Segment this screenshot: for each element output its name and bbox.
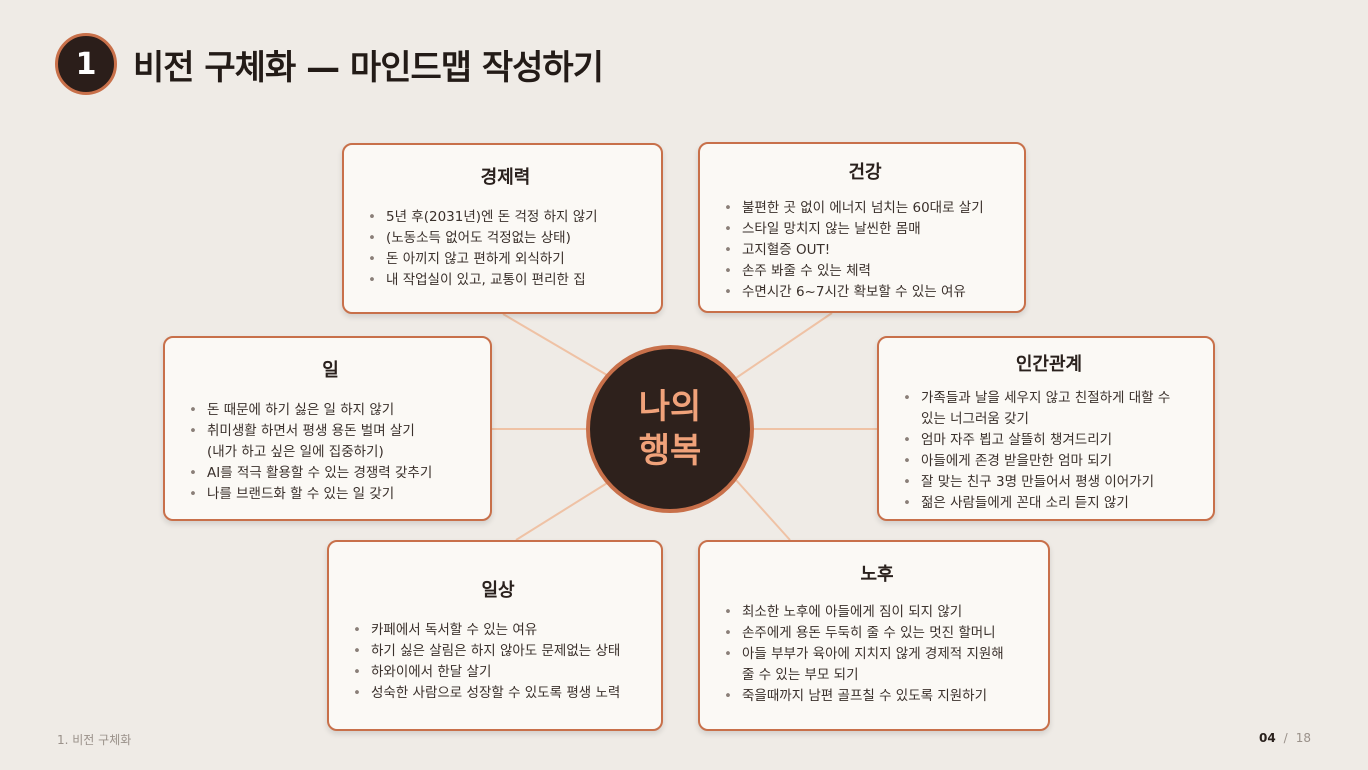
list-item: AI를 적극 활용할 수 있는 경쟁력 갖추기: [189, 463, 472, 484]
list-item: 손주 봐줄 수 있는 체력: [724, 261, 1006, 282]
list-item: 돈 아끼지 않고 편하게 외식하기: [368, 249, 643, 270]
list-item-continuation: (내가 하고 싶은 일에 집중하기): [207, 444, 384, 460]
card-list: 불편한 곳 없이 에너지 넘치는 60대로 살기 스타일 망치지 않는 날씬한 …: [724, 198, 1006, 303]
page-title: 비전 구체화 — 마인드맵 작성하기: [133, 47, 604, 88]
center-node: 나의 행복: [586, 345, 754, 513]
list-item: 성숙한 사람으로 성장할 수 있도록 평생 노력: [353, 683, 643, 704]
connector-retire: [735, 479, 791, 541]
header: 1 비전 구체화 — 마인드맵 작성하기: [55, 33, 604, 95]
card-title: 일: [322, 360, 339, 381]
list-item: 스타일 망치지 않는 날씬한 몸매: [724, 219, 1006, 240]
current-page: 04: [1258, 731, 1276, 745]
connector-health: [735, 312, 833, 379]
section-number-badge: 1: [55, 33, 117, 95]
connector-daily: [515, 479, 613, 541]
card-title: 경제력: [480, 167, 531, 188]
card-title: 인간관계: [1015, 354, 1083, 375]
card-economy: 경제력 5년 후(2031년)엔 돈 걱정 하지 않기 (노동소득 없어도 걱정…: [342, 143, 663, 314]
list-item: 엄마 자주 뵙고 살뜰히 챙겨드리기: [903, 430, 1195, 451]
card-list: 최소한 노후에 아들에게 짐이 되지 않기 손주에게 용돈 두둑히 줄 수 있는…: [724, 602, 1030, 707]
list-item: 하기 싫은 살림은 하지 않아도 문제없는 상태: [353, 641, 643, 662]
card-list: 돈 때문에 하기 싫은 일 하지 않기 취미생활 하면서 평생 용돈 벌며 살기…: [189, 400, 472, 505]
page-separator: /: [1283, 731, 1288, 745]
card-list: 5년 후(2031년)엔 돈 걱정 하지 않기 (노동소득 없어도 걱정없는 상…: [368, 207, 643, 291]
list-item: 수면시간 6~7시간 확보할 수 있는 여유: [724, 282, 1006, 303]
list-item: 하와이에서 한달 살기: [353, 662, 643, 683]
center-line-1: 나의: [638, 387, 702, 427]
list-item: 아들에게 존경 받을만한 엄마 되기: [903, 451, 1195, 472]
list-item: 고지혈증 OUT!: [724, 240, 1006, 261]
card-title: 노후: [860, 564, 894, 585]
list-item: 취미생활 하면서 평생 용돈 벌며 살기: [189, 421, 472, 442]
card-retire: 노후 최소한 노후에 아들에게 짐이 되지 않기 손주에게 용돈 두둑히 줄 수…: [698, 540, 1050, 731]
list-item: 최소한 노후에 아들에게 짐이 되지 않기: [724, 602, 1030, 623]
list-item: 가족들과 날을 세우지 않고 친절하게 대할 수: [903, 388, 1195, 409]
connector-economy: [502, 313, 613, 379]
total-pages: 18: [1295, 731, 1311, 745]
card-work: 일 돈 때문에 하기 싫은 일 하지 않기 취미생활 하면서 평생 용돈 벌며 …: [163, 336, 492, 521]
list-item: 나를 브랜드화 할 수 있는 일 갖기: [189, 484, 472, 505]
center-line-2: 행복: [638, 431, 702, 471]
card-health: 건강 불편한 곳 없이 에너지 넘치는 60대로 살기 스타일 망치지 않는 날…: [698, 142, 1026, 313]
list-item: 젊은 사람들에게 꼰대 소리 듣지 않기: [903, 493, 1195, 514]
list-item: 손주에게 용돈 두둑히 줄 수 있는 멋진 할머니: [724, 623, 1030, 644]
list-item: 내 작업실이 있고, 교통이 편리한 집: [368, 270, 643, 291]
list-item: 돈 때문에 하기 싫은 일 하지 않기: [189, 400, 472, 421]
card-list: 가족들과 날을 세우지 않고 친절하게 대할 수 있는 너그러움 갖기 엄마 자…: [903, 388, 1195, 514]
card-title: 건강: [848, 162, 882, 183]
list-item: 불편한 곳 없이 에너지 넘치는 60대로 살기: [724, 198, 1006, 219]
list-item: 잘 맞는 친구 3명 만들어서 평생 이어가기: [903, 472, 1195, 493]
card-title: 일상: [481, 580, 515, 601]
card-relations: 인간관계 가족들과 날을 세우지 않고 친절하게 대할 수 있는 너그러움 갖기…: [877, 336, 1215, 521]
list-item-continuation: 줄 수 있는 부모 되기: [742, 667, 859, 683]
footer-section-label: 1. 비전 구체화: [57, 733, 132, 747]
list-item: 5년 후(2031년)엔 돈 걱정 하지 않기: [368, 207, 643, 228]
page-indicator: 04 / 18: [1259, 731, 1311, 745]
list-item: (노동소득 없어도 걱정없는 상태): [368, 228, 643, 249]
list-item: 아들 부부가 육아에 지치지 않게 경제적 지원해: [724, 644, 1030, 665]
card-list: 카페에서 독서할 수 있는 여유 하기 싫은 살림은 하지 않아도 문제없는 상…: [353, 620, 643, 704]
list-item: 카페에서 독서할 수 있는 여유: [353, 620, 643, 641]
list-item-continuation: 있는 너그러움 갖기: [921, 411, 1029, 427]
card-daily: 일상 카페에서 독서할 수 있는 여유 하기 싫은 살림은 하지 않아도 문제없…: [327, 540, 663, 731]
list-item: 죽을때까지 남편 골프칠 수 있도록 지원하기: [724, 686, 1030, 707]
